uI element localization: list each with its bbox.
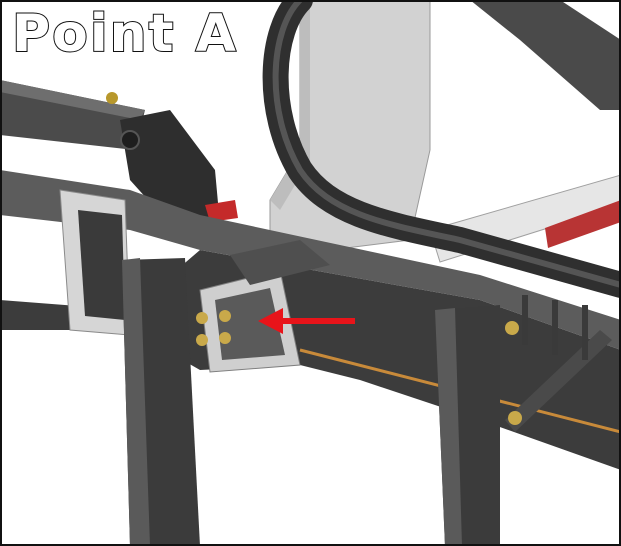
figure-caption: Point A [11,3,238,65]
bolt-4 [219,332,231,344]
red-clip [205,200,238,222]
clamp-plate-center [78,210,125,320]
hydraulic-cylinder-right [470,0,621,110]
hitch-bracket [120,110,220,230]
arrow-left-icon [258,308,355,334]
coupler-top-plate [230,240,330,285]
bolt-1 [196,312,208,324]
leg-left-side [122,258,150,546]
red-reflector [545,200,621,248]
hydraulic-cylinder-left-top [0,80,145,120]
curved-handle-bar-highlight [272,0,621,288]
bolt-6 [508,411,522,425]
grease-fitting [106,92,118,104]
coupler-body [215,288,285,360]
bolt-5 [505,321,519,335]
bracket-pin [120,130,140,150]
leg-right-side [435,308,462,546]
bolt-2 [196,334,208,346]
u-bolts [522,295,588,360]
bolt-3 [219,310,231,322]
